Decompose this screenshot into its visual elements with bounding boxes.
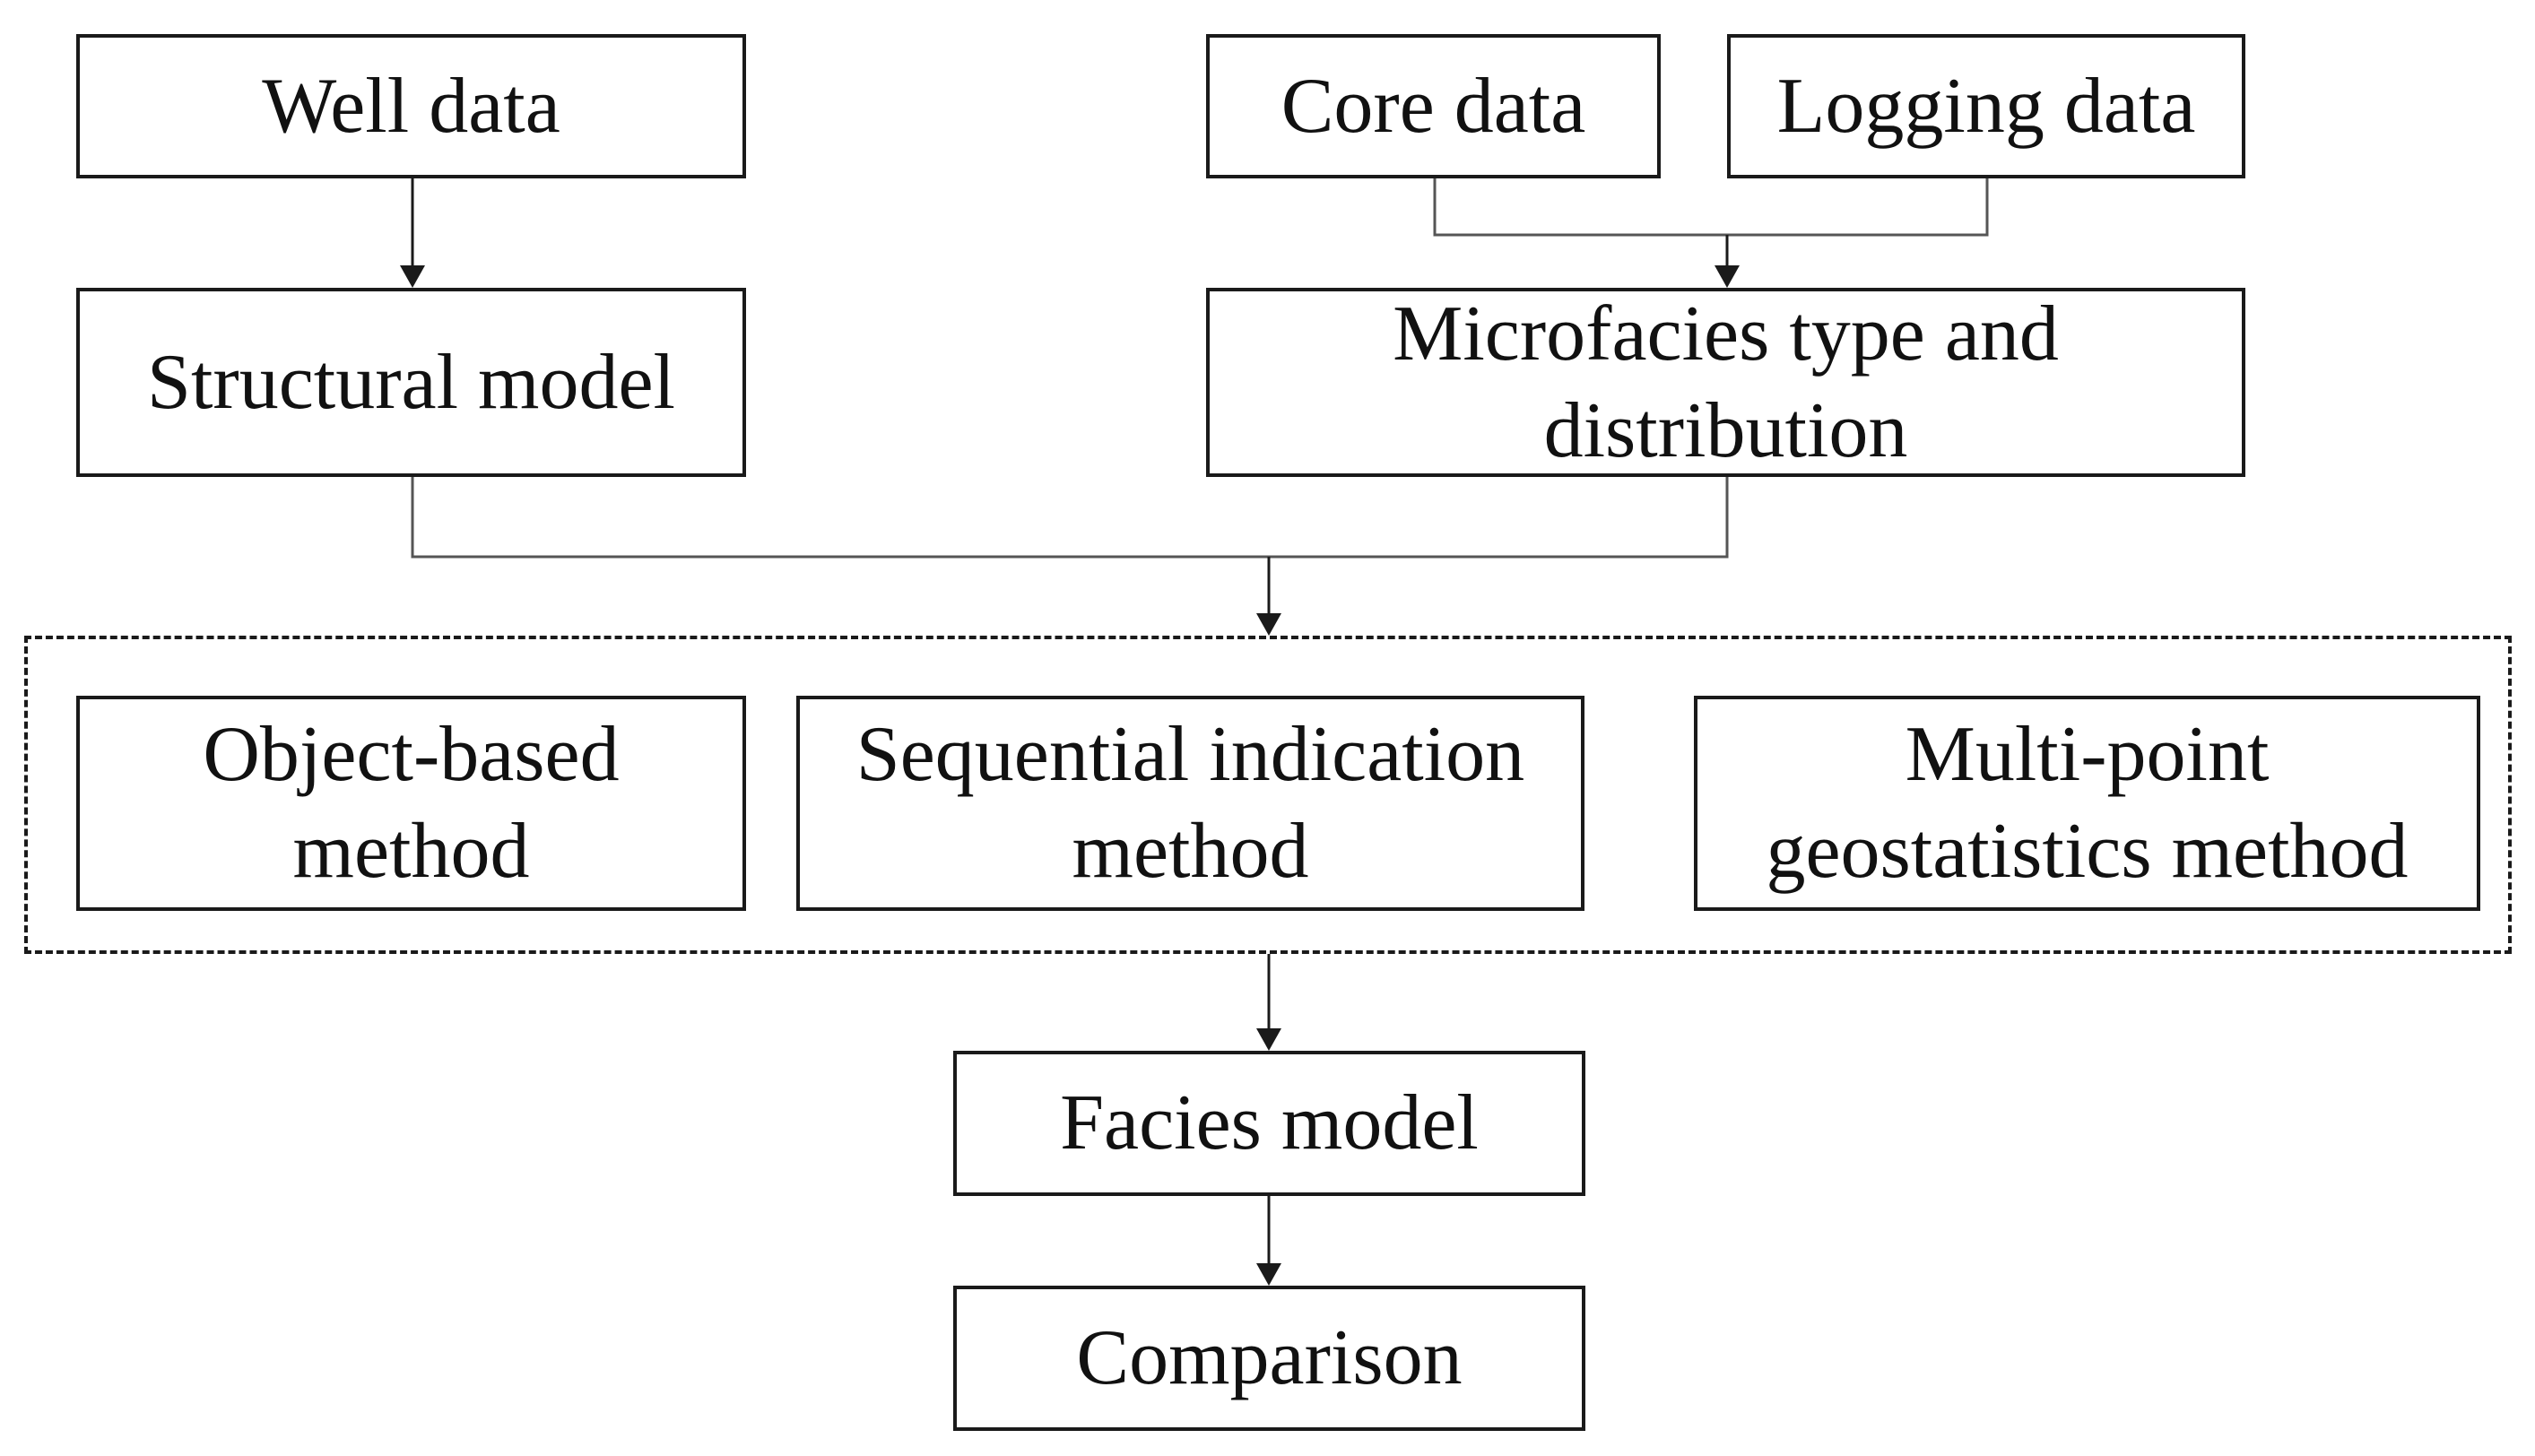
core-data-box: Core data [1206, 34, 1661, 178]
object-based-method-box: Object-based method [76, 696, 746, 911]
facies-model-label: Facies model [1060, 1079, 1479, 1166]
object-based-label-line-1: Object-based [203, 711, 620, 798]
arrowhead-well-to-structural [400, 265, 425, 288]
facies-model-box: Facies model [953, 1051, 1585, 1196]
microfacies-label-line-2: distribution [1543, 386, 1908, 474]
structural-model-box: Structural model [76, 288, 746, 477]
core-data-label: Core data [1281, 62, 1586, 150]
sequential-label-line-2: method [1072, 808, 1309, 895]
object-based-label-line-2: method [292, 808, 530, 895]
multipoint-label-line-1: Multi-point [1905, 711, 2270, 798]
arrowhead-join-to-methods [1256, 613, 1281, 636]
multipoint-geostatistics-method-box: Multi-point geostatistics method [1694, 696, 2480, 911]
logging-data-label: Logging data [1776, 62, 2196, 150]
comparison-label: Comparison [1076, 1314, 1463, 1401]
logging-data-box: Logging data [1727, 34, 2245, 178]
well-data-box: Well data [76, 34, 746, 178]
sequential-indication-method-box: Sequential indication method [796, 696, 1584, 911]
methods-group-dashed [24, 636, 2512, 954]
arrowhead-join-to-microfacies [1715, 265, 1740, 288]
connector-core-logging-join [1433, 178, 1989, 237]
microfacies-label-line-1: Microfacies type and [1393, 290, 2059, 377]
connector-structural-micro-join [411, 477, 1729, 559]
comparison-box: Comparison [953, 1286, 1585, 1431]
arrowhead-facies-to-comparison [1256, 1263, 1281, 1286]
well-data-label: Well data [262, 62, 560, 150]
structural-model-label: Structural model [147, 338, 675, 426]
sequential-label-line-1: Sequential indication [855, 711, 1525, 798]
multipoint-label-line-2: geostatistics method [1766, 808, 2409, 895]
arrowhead-methods-to-facies [1256, 1028, 1281, 1051]
microfacies-box: Microfacies type and distribution [1206, 288, 2245, 477]
